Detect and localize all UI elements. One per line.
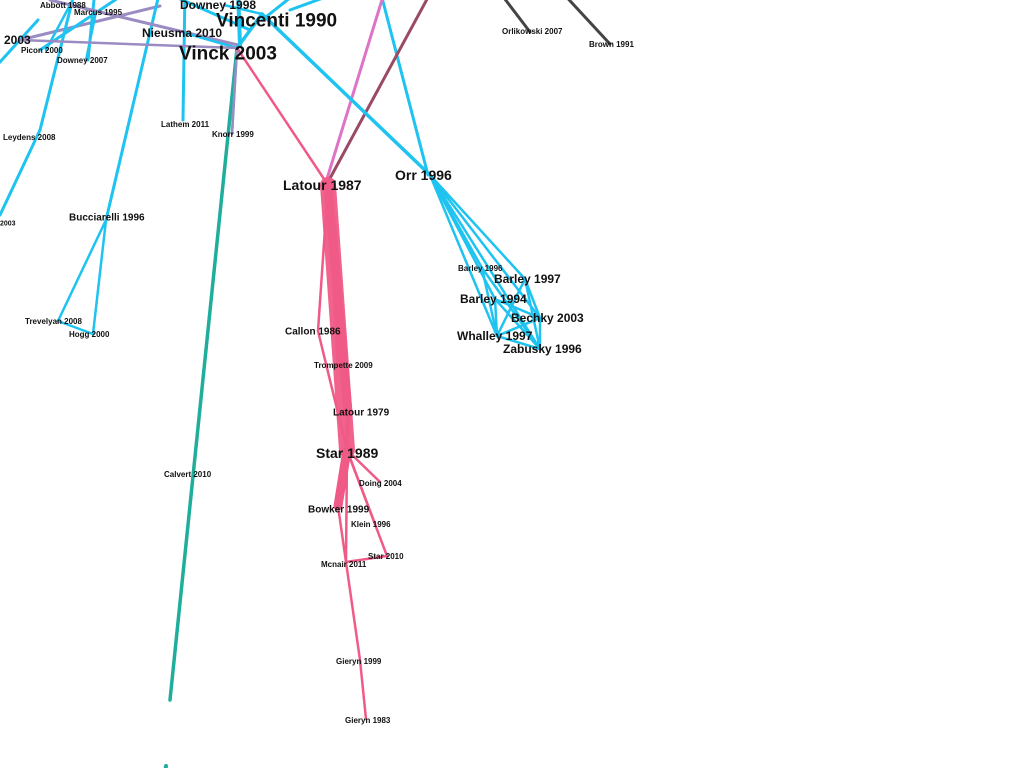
node-label-barley1996: Barley 1996 [458, 264, 503, 273]
edge-vincenti-offscreen-2 [178, 0, 252, 32]
node-label-y2003: 2003 [0, 220, 16, 227]
edge-abbott1988-picon2000 [44, 3, 72, 52]
node-label-brown1991: Brown 1991 [589, 40, 634, 49]
edge-star1989-star2010 [345, 448, 389, 558]
edge-layer [0, 0, 612, 768]
node-label-vincenti1990: Vincenti 1990 [216, 11, 337, 32]
node-label-picon2000: Picon 2000 [21, 46, 63, 55]
edge-orr1996-bechky2003 [428, 173, 542, 320]
edge-vincenti-offscreen-1 [236, 0, 242, 47]
edge-barley1996-whalley1997 [480, 266, 499, 338]
node-label-latour1979: Latour 1979 [333, 408, 390, 419]
edge-bucciarelli1996-trevelyan2008 [56, 218, 108, 323]
node-label-gieryn1999: Gieryn 1999 [336, 657, 382, 666]
edge-whalley1997-zabusky1996 [495, 334, 542, 351]
node-label-star2010: Star 2010 [368, 552, 404, 561]
node-label-star1989: Star 1989 [316, 445, 378, 461]
node-label-klein1996: Klein 1996 [351, 520, 391, 529]
node-label-downey2007: Downey 2007 [57, 56, 108, 65]
edge-latour1987-trompette2009 [326, 183, 340, 367]
node-label-doing2004: Doing 2004 [359, 479, 402, 488]
node-label-mcnair2011: Mcnair 2011 [321, 560, 367, 569]
node-label-lathem2011: Lathem 2011 [161, 120, 210, 129]
edge-vinck2003-knorr1999 [230, 46, 239, 136]
edge-latour1979-star1989 [345, 410, 350, 452]
node-label-latour1987: Latour 1987 [283, 177, 362, 193]
edge-mcnair2011-gieryn1999 [344, 560, 362, 662]
node-label-trompette2009: Trompette 2009 [314, 361, 373, 370]
edge-trevelyan2008-hogg2000 [56, 319, 95, 336]
node-label-bucciarelli1996: Bucciarelli 1996 [69, 213, 145, 224]
node-label-barley1997: Barley 1997 [494, 272, 561, 286]
edge-leydens-offscreen [0, 0, 75, 217]
edge-callon1986-star1989 [316, 329, 349, 452]
node-label-leydens2008: Leydens 2008 [3, 133, 56, 142]
edge-vincenti-offscreen-4 [288, 0, 322, 12]
node-label-nieusma2010: Nieusma 2010 [142, 26, 222, 40]
node-label-callon1986: Callon 1986 [285, 327, 341, 338]
edge-brown-offscreen [567, 0, 612, 46]
edge-left-cluster-4 [0, 18, 40, 64]
edge-downey1998-vincenti1990 [222, 3, 264, 16]
edge-vincenti1990-orr1996 [260, 12, 432, 177]
node-label-bowker1999: Bowker 1999 [308, 505, 370, 516]
node-label-whalley1997: Whalley 1997 [457, 329, 533, 343]
node-label-barley1994: Barley 1994 [460, 292, 527, 306]
node-label-bechky2003: Bechky 2003 [511, 311, 584, 325]
edge-orr1996-zabusky1996 [428, 173, 542, 351]
edge-barley1996-zabusky1996 [480, 266, 542, 351]
edge-orlikowski-offscreen [503, 0, 532, 34]
edge-left-cluster-2 [38, 0, 118, 52]
edge-barley1994-bechky2003 [493, 297, 542, 320]
node-label-abbott1988: Abbott 1988 [40, 1, 86, 10]
node-label-vinck2003: Vinck 2003 [179, 44, 277, 65]
edge-vinck2003-latour1987 [235, 46, 330, 187]
node-label-knorr1999: Knorr 1999 [212, 130, 254, 139]
edge-vinck2003-calvert2010 [168, 46, 239, 702]
edge-bechky2003-whalley1997 [495, 316, 542, 338]
node-label-orr1996: Orr 1996 [395, 167, 452, 183]
edge-gieryn1999-gieryn1983 [358, 658, 368, 721]
edge-bowker1999-mcnair2011 [336, 504, 348, 564]
edge-orr-offscreen [381, 0, 430, 177]
edge-mcnair2011-star2010 [344, 554, 389, 564]
edge-star1989-mcnair2011 [344, 448, 349, 564]
edge-latour-offscreen-orchid [324, 0, 384, 184]
edge-star1989-doing2004 [345, 448, 382, 484]
generated-edge-layer [18, 3, 542, 721]
edge-vincenti-offscreen-3 [260, 0, 290, 22]
edge-bucciarelli-offscreen [104, 0, 160, 222]
edge-lathem-offscreen [181, 0, 187, 122]
node-label-gieryn1983: Gieryn 1983 [345, 716, 391, 725]
node-label-downey1998: Downey 1998 [180, 0, 256, 12]
edge-left-cluster-1 [18, 4, 162, 42]
edge-x2003-vinck2003 [18, 38, 239, 50]
edge-vinck-left [48, 0, 240, 47]
edge-marcus1995-downey2007 [84, 10, 98, 62]
node-label-orlikowski2007: Orlikowski 2007 [502, 27, 563, 36]
edge-nieusma2010-vinck2003 [183, 31, 239, 50]
edge-orr1996-barley1997 [428, 173, 527, 281]
edge-bucciarelli1996-hogg2000 [91, 218, 108, 336]
node-label-calvert2010: Calvert 2010 [164, 470, 212, 479]
node-label-marcus1995: Marcus 1995 [74, 8, 123, 17]
edge-orr1996-whalley1997 [428, 173, 499, 338]
edge-vincenti1990-vinck2003 [235, 12, 264, 50]
node-label-zabusky1996: Zabusky 1996 [503, 342, 582, 356]
node-label-x2003: 2003 [4, 33, 31, 47]
edge-star1989-bowker1999 [333, 445, 352, 511]
node-label-trevelyan2008: Trevelyan 2008 [25, 317, 82, 326]
edge-latour1987-callon1986 [316, 183, 330, 333]
node-label-hogg2000: Hogg 2000 [69, 330, 110, 339]
edge-latour-offscreen-maroon [326, 0, 429, 184]
